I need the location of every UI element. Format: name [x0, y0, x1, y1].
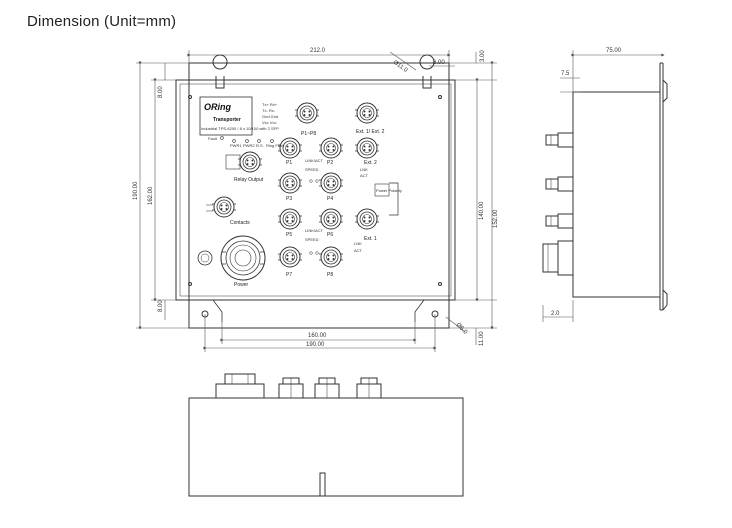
port-label-p3: P3 [286, 196, 292, 202]
ext-header-group: Ext. 1/ Ext. 2 [354, 102, 385, 135]
mounting-plate [188, 62, 450, 329]
top-view [188, 373, 464, 497]
legend-line-2: Tx- Rx- [262, 108, 276, 113]
dim-side-depth: 75.00 [606, 48, 622, 54]
ports-header: P1~P8 [301, 131, 316, 137]
dim-top-offset-right: 3.00 [480, 50, 486, 62]
port-label-p8: P8 [327, 272, 333, 278]
ext-label-2: Ext. 2 [364, 160, 377, 166]
dim-top-offset-left: 8.00 [158, 86, 164, 98]
product-name: Transporter [213, 117, 241, 123]
front-bezel [179, 83, 452, 297]
speed-label: LINK/ACT [305, 228, 324, 233]
ext-header: Ext. 1/ Ext. 2 [356, 129, 385, 135]
front-dimensions [136, 50, 497, 352]
port-p1-top [277, 137, 303, 159]
ext-led-lnk: LNK [354, 241, 362, 246]
dim-bottom-inner: 160.00 [308, 333, 327, 339]
port-label-p2: P2 [327, 160, 333, 166]
top-power-connector [215, 373, 265, 399]
legend-line-3: Gnd Gnd [262, 114, 278, 119]
front-view [175, 54, 456, 329]
dim-hole-diameter-2: Ø6.0 [455, 322, 469, 336]
front-dimension-text: 212.0 190.00 162.00 8.00 8.00 140.00 152… [133, 48, 499, 348]
power-polarity-label: Power Polarity [376, 188, 402, 193]
side-body [572, 91, 661, 298]
speed-label: SPEED [305, 237, 319, 242]
pin-legend: Tx+ Rx+ Tx- Rx- Gnd Gnd Vcc Vcc P1~P8 [262, 102, 320, 137]
side-dimensions [542, 50, 665, 322]
dim-overall-height: 190.00 [133, 181, 139, 200]
led-label-ring-fault: Ring Fault [266, 143, 285, 148]
contacts-connector: Contacts [206, 196, 250, 226]
side-connector [545, 176, 574, 192]
top-port-connector [278, 377, 304, 399]
dim-right-height-2: 152.00 [493, 209, 499, 228]
ext-led-act: ACT [360, 173, 369, 178]
led-label-rs: R.S. [256, 143, 264, 148]
dim-hole-diameter: Ø11.0 [392, 60, 409, 74]
speed-label: LINK/ACT [305, 158, 324, 163]
ext-led-lnk: LNK [360, 167, 368, 172]
top-port-connector [356, 377, 382, 399]
legend-line-1: Tx+ Rx+ [262, 102, 278, 107]
side-view [542, 62, 668, 311]
side-dimension-text: 75.00 7.5 2.0 [551, 48, 622, 317]
ext-ports: Ext. 2 LNK ACT Ext. 1 LNK ACT Power Pola… [354, 137, 402, 253]
top-port-connector [314, 377, 340, 399]
port-label-p6: P6 [327, 232, 333, 238]
port-label-p1: P1 [286, 160, 292, 166]
keyhole-top-left [212, 54, 228, 89]
legend-line-4: Vcc Vcc [262, 120, 276, 125]
screw [188, 282, 192, 286]
dim-side-top: 7.5 [561, 71, 570, 77]
ext-label-1: Ext. 1 [364, 236, 377, 242]
speed-label: SPEED [305, 167, 319, 172]
page-title: Dimension (Unit=mm) [27, 13, 177, 30]
screw [188, 95, 192, 99]
dim-bottom-outer: 190.00 [306, 342, 325, 348]
side-power-connector [542, 240, 574, 276]
dim-overall-width: 212.0 [310, 48, 326, 54]
relay-output-label: Relay Output [234, 177, 264, 183]
port-grid: P1 P2 P3 P4 P5 P6 P7 P8 LINK/ACT SPEED L… [277, 137, 344, 278]
power-label: Power [234, 282, 249, 288]
ext-led-act: ACT [354, 248, 363, 253]
screw [438, 95, 442, 99]
power-connector [197, 235, 266, 281]
top-slot [319, 472, 326, 497]
led-label-pwr2: PWR2 [243, 143, 255, 148]
dim-bottom-right: 11.00 [479, 331, 485, 346]
port-label-p4: P4 [327, 196, 333, 202]
relay-output-connector: Relay Output [225, 151, 264, 183]
model-text: Industrial TPS-6200 / 8 x 10/100 with 2 … [201, 126, 279, 131]
led-row: Fault PWR1 PWR2 R.S. Ring Fault [208, 136, 285, 148]
port-label-p5: P5 [286, 232, 292, 238]
dim-bottom-offset: 8.00 [158, 300, 164, 312]
port-label-p7: P7 [286, 272, 292, 278]
dim-side-bottom: 2.0 [551, 311, 560, 317]
brand-label: ORing Transporter Industrial TPS-6200 / … [199, 96, 279, 136]
port-p2-top [318, 137, 344, 159]
led-label-fault: Fault [208, 136, 218, 141]
front-body [175, 79, 456, 301]
dim-right-height-1: 140.00 [479, 201, 485, 220]
screw [438, 282, 442, 286]
contacts-label: Contacts [230, 220, 250, 226]
keyhole-top-right [419, 54, 435, 89]
side-connector [545, 213, 574, 229]
brand-logo: ORing [204, 102, 231, 112]
dim-slot: 6.00 [433, 60, 445, 66]
top-body [188, 397, 464, 497]
side-connector [545, 132, 574, 148]
led-label-pwr1: PWR1 [230, 143, 242, 148]
dim-inner-height: 162.00 [148, 186, 154, 205]
